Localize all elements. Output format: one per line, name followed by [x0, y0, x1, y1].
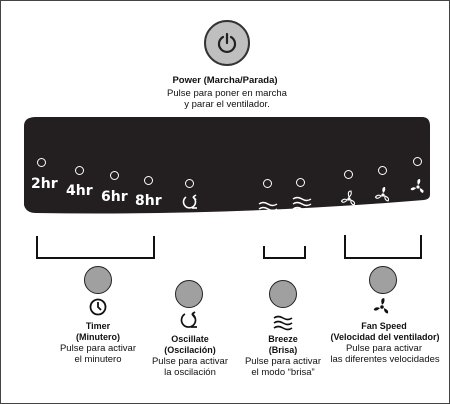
timer-button[interactable]: [84, 266, 112, 294]
fan-speed-button[interactable]: [369, 266, 397, 294]
fan-speed-description-2: las diferentes velocidades: [330, 354, 440, 365]
breeze-icon: [273, 315, 293, 331]
timer-title: Timer: [85, 321, 111, 331]
breeze-high-icon: [292, 196, 312, 212]
power-icon: [217, 32, 237, 54]
fan-low-icon: [340, 190, 356, 206]
timer-subtitle: (Minutero): [76, 332, 120, 342]
fan-medium-icon: [374, 187, 390, 202]
timer-description-2: el minutero: [74, 354, 122, 365]
fan-high-icon: [410, 179, 424, 193]
fan-speed-title: Fan Speed: [361, 321, 407, 331]
fan-speed-description-1: Pulse para activar: [345, 343, 423, 354]
breeze-low-icon: [258, 201, 278, 212]
power-title: Power (Marcha/Parada): [172, 75, 278, 86]
timer-description-1: Pulse para activar: [59, 343, 137, 354]
oscillate-button[interactable]: [175, 280, 203, 308]
oscillate-panel-icon: [182, 194, 197, 209]
fan-speed-subtitle: (Velocidad del ventilador): [330, 332, 440, 342]
clock-icon: [89, 298, 107, 316]
breeze-button[interactable]: [269, 280, 297, 308]
power-button[interactable]: [204, 20, 250, 66]
breeze-subtitle: (Brisa): [268, 345, 298, 355]
breeze-title: Breeze: [268, 334, 298, 344]
oscillate-icon: [180, 311, 197, 328]
oscillate-subtitle: (Oscilación): [164, 345, 216, 355]
oscillate-title: Oscillate: [171, 334, 209, 344]
oscillate-description-2: la oscilación: [164, 367, 216, 378]
fan-icon: [373, 298, 389, 314]
oscillate-description-1: Pulse para activar: [151, 356, 229, 367]
breeze-description-1: Pulse para activar: [244, 356, 322, 367]
breeze-description-2: el modo “brisa”: [251, 367, 315, 378]
power-description: Pulse para poner en marcha y parar el ve…: [167, 88, 287, 110]
